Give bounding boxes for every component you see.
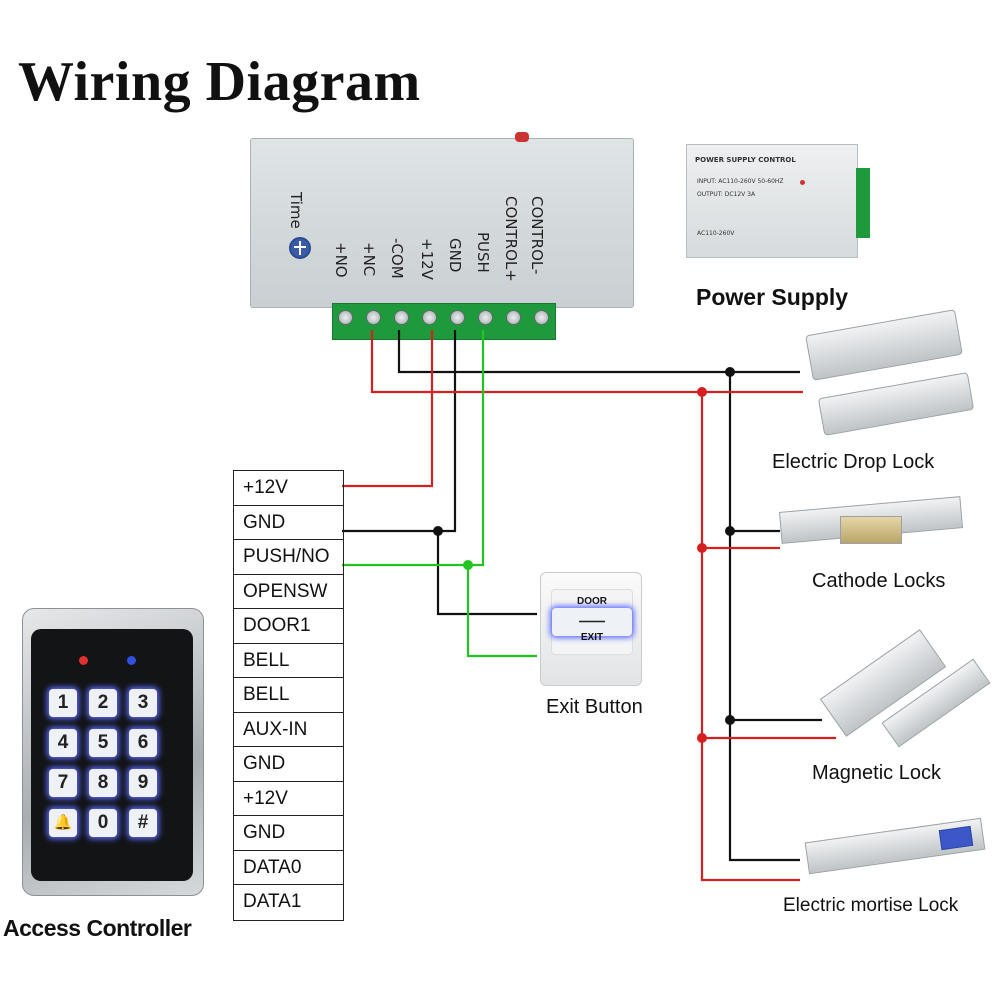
keypad-key-7[interactable]: 7 [49,769,77,797]
screw-icon [366,310,381,325]
wire-push-exit [466,565,537,658]
caption-power-supply: Power Supply [696,284,849,310]
pin-aux-in: AUX-IN [234,713,343,747]
power-supply-photo-terminal [856,168,870,238]
pin-gnd: GND [234,506,343,540]
wire-push-controller [342,330,485,567]
power-supply-main-unit [250,138,634,308]
keypad-key-5[interactable]: 5 [89,729,117,757]
pin-push-no: PUSH/NO [234,540,343,575]
blue-led-icon [127,656,136,665]
diagram-title: Wiring Diagram [18,51,421,113]
screw-icon [338,310,353,325]
wire-gnd-exit [436,531,537,616]
junction-dot [725,367,735,377]
screw-icon [422,310,437,325]
power-supply-photo-led [800,180,805,185]
screw-icon [450,310,465,325]
wire-positive-main [370,330,803,394]
wire-positive-bus [700,392,800,882]
screw-icon [478,310,493,325]
pin-bell: BELL [234,644,343,678]
junction-dot [725,715,735,725]
access-controller-keypad: 1 2 3 4 5 6 7 8 9 🔔 0 # [22,608,204,896]
pin-data1: DATA1 [243,891,302,912]
key-icon: ⸺ [552,608,632,636]
psu-photo-output: OUTPUT: DC12V 3A [697,191,756,198]
pin-12v: +12V [234,471,343,506]
junction-dot [697,733,707,743]
pin-opensw: OPENSW [234,575,343,609]
pin-gnd: GND [234,816,343,851]
keypad-key-8[interactable]: 8 [89,769,117,797]
screw-icon [506,310,521,325]
power-led [515,132,529,142]
keypad-key-1[interactable]: 1 [49,689,77,717]
power-supply-photo [686,144,858,258]
keypad-key-hash[interactable]: # [129,809,157,837]
pin-door1: DOOR1 [234,609,343,644]
junction-dot [697,543,707,553]
caption-cathode-locks: Cathode Locks [812,570,946,592]
controller-pin-table: +12V GND PUSH/NO OPENSW DOOR1 BELL BELL … [233,470,344,921]
caption-access-controller: Access Controller [3,915,192,941]
exit-button-exit-label: EXIT [580,632,604,643]
caption-drop-lock: Electric Drop Lock [772,451,935,473]
keypad-key-4[interactable]: 4 [49,729,77,757]
caption-exit-button: Exit Button [546,696,643,718]
psu-photo-ac: AC110-260V [697,230,735,237]
keypad-key-3[interactable]: 3 [129,689,157,717]
keypad-panel: 1 2 3 4 5 6 7 8 9 🔔 0 # [31,629,193,881]
keypad-key-9[interactable]: 9 [129,769,157,797]
pin-data0: DATA0 [234,851,343,885]
pin-bell: BELL [234,678,343,713]
wire-gnd-controller [342,330,457,533]
junction-dot [433,526,443,536]
time-adjust-knob-icon[interactable] [289,237,311,259]
pin-12v: +12V [234,782,343,816]
wire-12v-controller [342,330,434,488]
junction-dot [697,387,707,397]
junction-dot [725,526,735,536]
keypad-key-bell-icon[interactable]: 🔔 [49,809,77,837]
keypad-key-6[interactable]: 6 [129,729,157,757]
junction-dot [463,560,473,570]
red-led-icon [79,656,88,665]
screw-icon [394,310,409,325]
psu-photo-input: INPUT: AC110-260V 50-60HZ [697,178,784,185]
screw-icon [534,310,549,325]
keypad-key-2[interactable]: 2 [89,689,117,717]
exit-button-door-label: DOOR [577,596,607,607]
caption-magnetic-lock: Magnetic Lock [812,762,941,784]
pin-gnd: GND [234,747,343,782]
cathode-lock-body [840,516,902,544]
psu-photo-header: POWER SUPPLY CONTROL [695,156,796,164]
exit-button-face[interactable]: DOOR ⸺ EXIT [551,589,633,655]
caption-mortise-lock: Electric mortise Lock [783,895,959,916]
terminal-block [332,303,556,340]
keypad-key-0[interactable]: 0 [89,809,117,837]
exit-button-device[interactable]: DOOR ⸺ EXIT [540,572,642,686]
